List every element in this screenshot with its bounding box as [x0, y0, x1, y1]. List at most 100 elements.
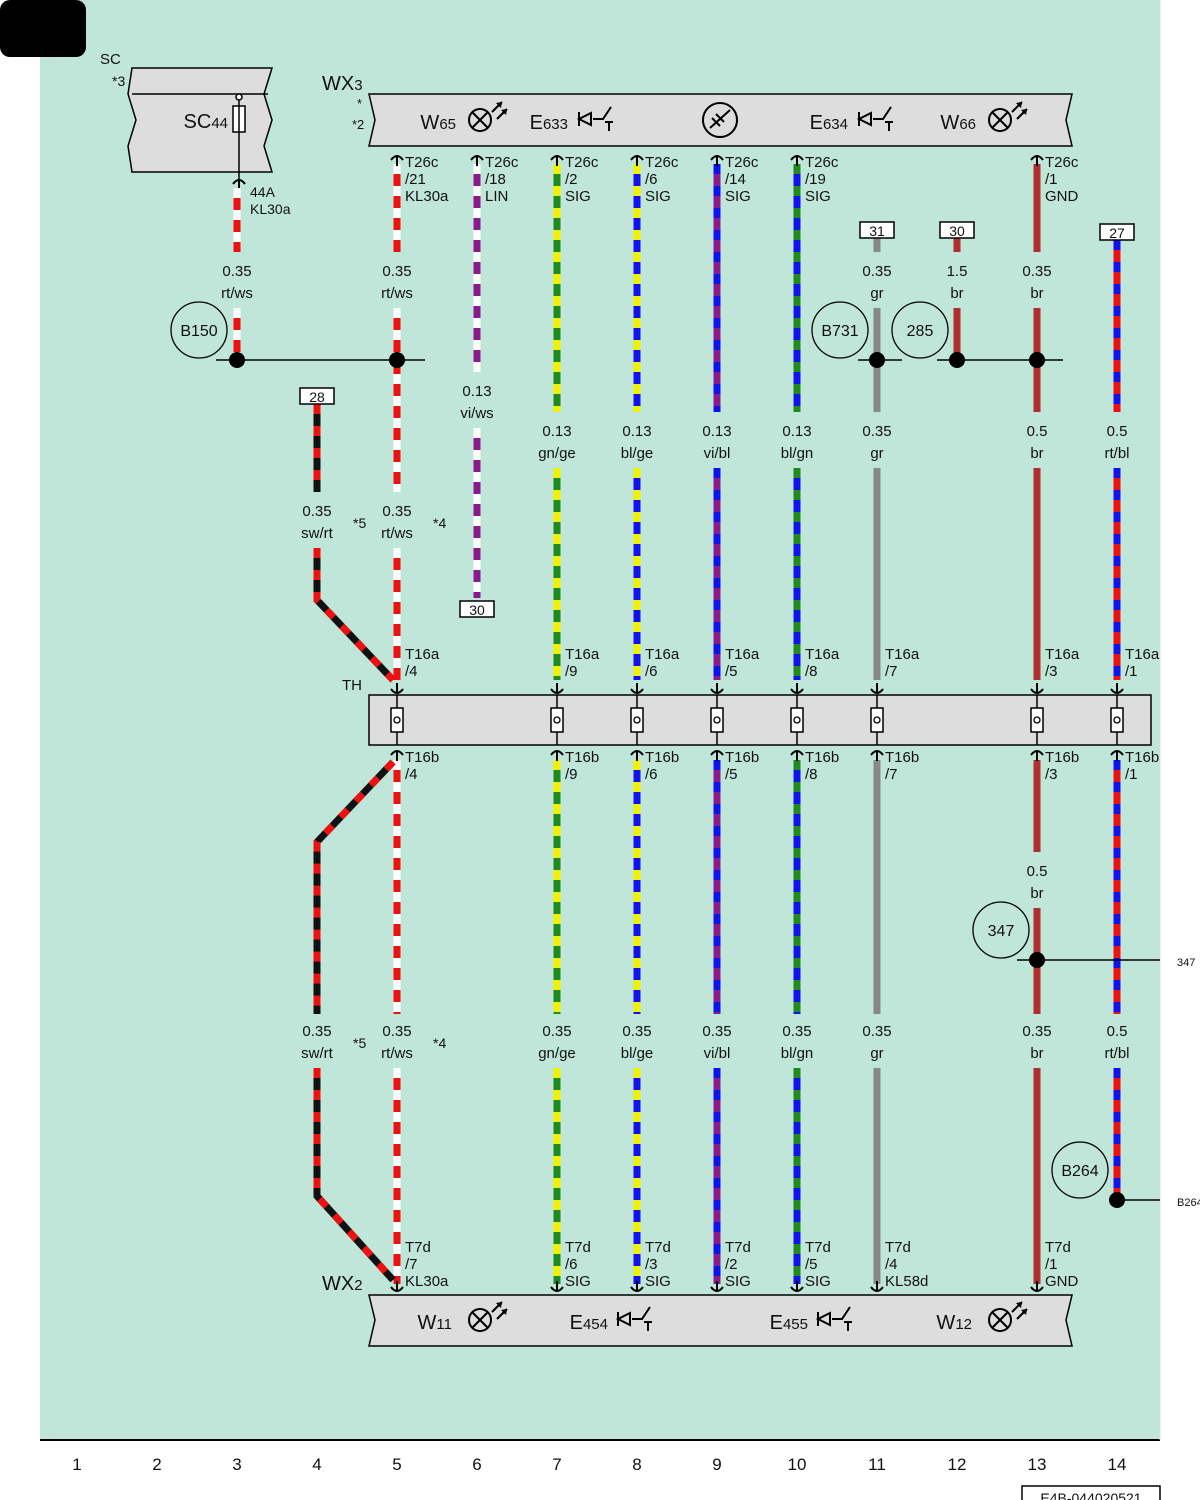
wire-color-5-r6: rt/ws	[381, 1045, 413, 1062]
wire-color-7-r3: gn/ge	[538, 445, 576, 462]
th_bottom_pins-pin-11: /7	[885, 766, 898, 783]
wire-col4-d-stripe	[313, 1068, 396, 1283]
pin-th_top_pins-11-icon	[870, 683, 884, 694]
th_bottom_pins-conn-10: T16b	[805, 749, 839, 766]
ref-box-31: 31	[869, 223, 885, 239]
connector-th-title: TH	[342, 677, 362, 694]
bottom-conn-5: T7d	[405, 1239, 431, 1256]
top_pins-pin-5: /21	[405, 171, 426, 188]
top_pins-pin-8: /6	[645, 171, 658, 188]
lamp-icon	[468, 1301, 508, 1332]
bottom-pin-9: /2	[725, 1256, 738, 1273]
pin-th_top_pins-9-icon	[710, 683, 724, 694]
bottom-pin-13: /1	[1045, 1256, 1058, 1273]
wire-size-14-r3: 0.5	[1107, 423, 1128, 440]
th_bottom_pins-conn-8: T16b	[645, 749, 679, 766]
bottom-conn-13: T7d	[1045, 1239, 1071, 1256]
top_pins-func-10: SIG	[805, 188, 831, 205]
column-number-13: 13	[1028, 1455, 1047, 1474]
splice-B150-label: B150	[180, 323, 217, 340]
note-4-r6: *5	[353, 1035, 366, 1051]
th_top_pins-pin-10: /8	[805, 663, 818, 680]
th_bottom_pins-conn-5: T16b	[405, 749, 439, 766]
dimmer-icon	[702, 102, 738, 138]
wire-size-4-r4: 0.35	[302, 503, 331, 520]
wire-color-9-r3: vi/bl	[704, 445, 731, 462]
splice-285	[891, 301, 949, 359]
wire-color-13-r1: br	[1030, 285, 1043, 302]
bottom-conn-11: T7d	[885, 1239, 911, 1256]
top-comp-W65: W65	[420, 112, 456, 134]
bottom-func-9: SIG	[725, 1273, 751, 1290]
wire-color-4-r4: sw/rt	[301, 525, 333, 542]
top-comp-E633: E633	[530, 112, 568, 134]
th_top_pins-pin-14: /1	[1125, 663, 1138, 680]
wire-color-9-r6: vi/bl	[704, 1045, 731, 1062]
pin-th_top_pins-5-icon	[390, 683, 404, 694]
pin-bottom-8-icon	[630, 1281, 644, 1292]
page-tab-marker	[0, 0, 86, 57]
top_pins-func-7: SIG	[565, 188, 591, 205]
ref-box-27-box	[1099, 223, 1135, 241]
ref-box-28: 28	[309, 389, 325, 405]
column-number-1: 1	[72, 1455, 81, 1474]
bottom-pin-8: /3	[645, 1256, 658, 1273]
splice-B731-label: B731	[821, 323, 858, 340]
th_bottom_pins-pin-5: /4	[405, 766, 418, 783]
ref-box-31-box	[859, 221, 895, 239]
column-number-12: 12	[948, 1455, 967, 1474]
th-pin-mark	[1110, 695, 1124, 745]
pin-top_pins-9-icon	[710, 155, 724, 166]
note-4-r4: *5	[353, 515, 366, 531]
pin-top_pins-6-icon	[470, 155, 484, 166]
fuse-box-title: SC	[100, 51, 121, 68]
bottom-func-5: KL30a	[405, 1273, 449, 1290]
splice-dot	[229, 352, 245, 368]
th_bottom_pins-pin-10: /8	[805, 766, 818, 783]
th_bottom_pins-pin-14: /1	[1125, 766, 1138, 783]
wire-color-5-r4: rt/ws	[381, 525, 413, 542]
top_pins-func-8: SIG	[645, 188, 671, 205]
pin-bottom-11-icon	[870, 1281, 884, 1292]
wire-color-13-r5: br	[1030, 885, 1043, 902]
wire-size-9-r6: 0.35	[702, 1023, 731, 1040]
switch-icon	[815, 1306, 852, 1331]
top-unit-title: WX3	[322, 73, 363, 95]
pin-bottom-5-icon	[390, 1281, 404, 1292]
bottom-comp-E454: E454	[570, 1312, 608, 1334]
wire-size-11-r1: 0.35	[862, 263, 891, 280]
wire-size-14-r6: 0.5	[1107, 1023, 1128, 1040]
pin-th_bottom_pins-9-icon	[710, 750, 724, 761]
th_top_pins-conn-11: T16a	[885, 646, 920, 663]
top_pins-pin-10: /19	[805, 171, 826, 188]
diagram-code-box	[1021, 1485, 1161, 1500]
wire-color-5-r1: rt/ws	[381, 285, 413, 302]
bottom-comp-W11: W11	[418, 1312, 452, 1334]
offpage-ref-347: 347	[1177, 957, 1195, 969]
wire-size-7-r6: 0.35	[542, 1023, 571, 1040]
top-unit-box	[368, 93, 1073, 147]
wire-size-8-r6: 0.35	[622, 1023, 651, 1040]
bottom-func-11: KL58d	[885, 1273, 928, 1290]
bottom-pin-7: /6	[565, 1256, 578, 1273]
pin-th_top_pins-7-icon	[550, 683, 564, 694]
pin-top_pins-7-icon	[550, 155, 564, 166]
th-pin-mark	[870, 695, 884, 745]
th-pin-mark	[630, 695, 644, 745]
wire-size-11-r6: 0.35	[862, 1023, 891, 1040]
top_pins-func-5: KL30a	[405, 188, 449, 205]
pin-th_bottom_pins-13-icon	[1030, 750, 1044, 761]
top_pins-pin-9: /14	[725, 171, 746, 188]
th_top_pins-conn-10: T16a	[805, 646, 840, 663]
top-comp-W66: W66	[940, 112, 976, 134]
top_pins-conn-7: T26c	[565, 154, 599, 171]
wire-col4-c-stripe	[313, 759, 396, 1014]
column-number-11: 11	[868, 1455, 886, 1474]
pin-th_bottom_pins-7-icon	[550, 750, 564, 761]
pin-top_pins-13-icon	[1030, 155, 1044, 166]
wire-size-3-r1: 0.35	[222, 263, 251, 280]
splice-347-label: 347	[988, 923, 1015, 940]
bottom-func-13: GND	[1045, 1273, 1079, 1290]
pin-top_pins-10-icon	[790, 155, 804, 166]
wire-color-3-r1: rt/ws	[221, 285, 253, 302]
